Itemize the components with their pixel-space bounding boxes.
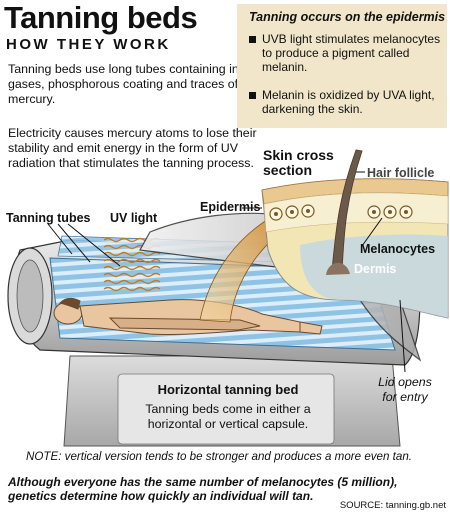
- panel-bullet-uva: Melanin is oxidized by UVA light, darken…: [249, 88, 441, 116]
- bed-caption-heading: Horizontal tanning bed: [157, 382, 299, 397]
- page-subtitle: HOW THEY WORK: [6, 36, 171, 53]
- intro-text-1: Tanning beds use long tubes containing i…: [8, 62, 254, 106]
- leader-tubes-1: [47, 223, 73, 255]
- bed-caption: Horizontal tanning bed Tanning beds come…: [128, 382, 328, 432]
- panel-heading: Tanning occurs on the epidermis: [249, 10, 446, 24]
- leader-lid: [399, 299, 406, 373]
- dermis-label: Dermis: [354, 262, 397, 276]
- bottom-text: Although everyone has the same number of…: [8, 475, 398, 503]
- hair-follicle-label: Hair follicle: [367, 166, 435, 180]
- page-title: Tanning beds: [4, 0, 198, 35]
- panel-bullet-uvb: UVB light stimulates melanocytes to prod…: [249, 32, 441, 74]
- tanning-tubes-label: Tanning tubes: [6, 211, 91, 225]
- leader-tubes-2: [57, 223, 91, 263]
- skin-cross-section-label: Skin cross section: [263, 147, 334, 178]
- info-panel: Tanning occurs on the epidermis UVB ligh…: [237, 4, 447, 128]
- melanocytes-label: Melanocytes: [360, 242, 436, 256]
- bed-base-panel: [117, 373, 335, 445]
- lid-label: Lid opens for entry: [378, 375, 432, 404]
- source-credit: SOURCE: tanning.gb.net: [339, 500, 446, 511]
- hair-follicle: [331, 149, 363, 273]
- intro-text-2: Electricity causes mercury atoms to lose…: [8, 126, 257, 170]
- leader-tubes-3: [67, 223, 121, 267]
- uv-light-label: UV light: [110, 211, 158, 225]
- leader-melanocytes: [361, 217, 383, 247]
- note-text: NOTE: vertical version tends to be stron…: [26, 450, 413, 463]
- bed-caption-text: Tanning beds come in either a horizontal…: [145, 402, 311, 431]
- epidermis-label: Epidermis: [200, 200, 261, 214]
